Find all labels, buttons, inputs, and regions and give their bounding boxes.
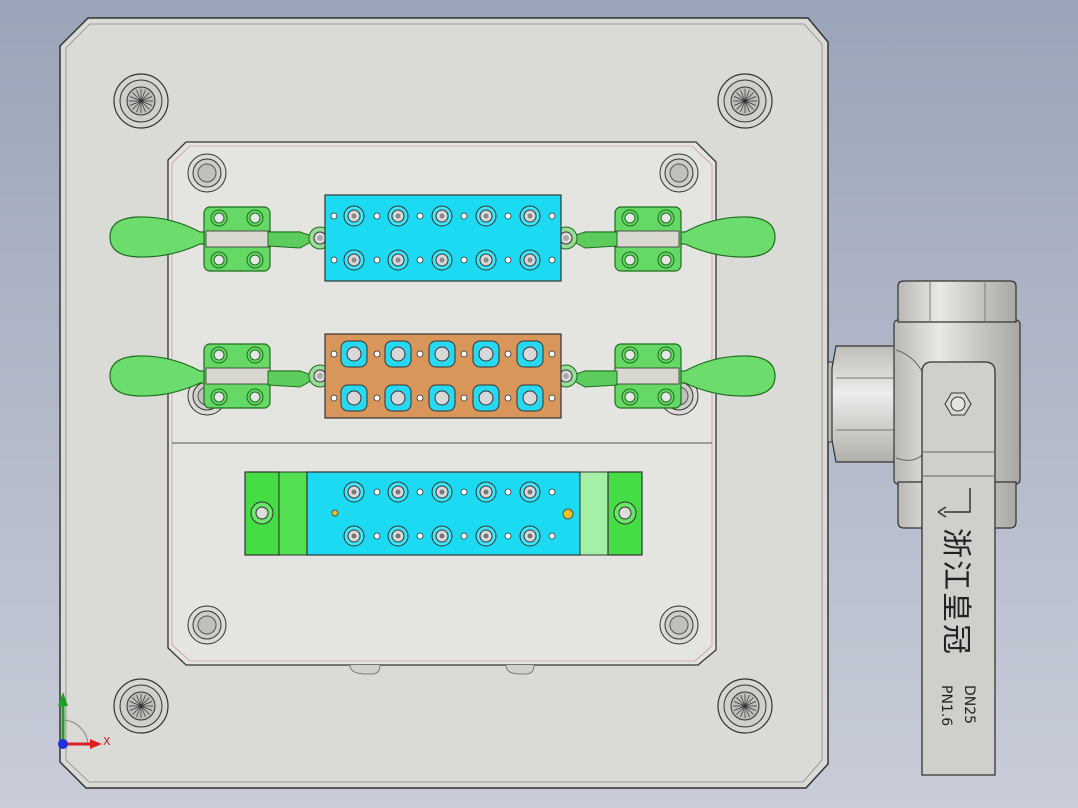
valve-top-fitting (897, 280, 1017, 323)
counterbore-screw-icon (613, 501, 637, 525)
inner-plate-edge (171, 145, 713, 662)
clamp-linkage-left (205, 367, 271, 385)
counterbore-screw-icon (659, 605, 699, 645)
triad-x-arrow-icon (90, 739, 102, 749)
bottom-tabs (349, 664, 535, 675)
clamp-arm-left (267, 370, 320, 388)
coordinate-triad: X (58, 692, 111, 749)
corner-screws (113, 73, 773, 734)
end-block-right-light (579, 471, 609, 556)
insert-contacts-square (340, 340, 544, 412)
inner-plate-screws (187, 153, 699, 645)
base-plate-chamfer-line (65, 23, 823, 783)
fixture-row-3[interactable] (244, 471, 643, 556)
counterbore-screw-icon (187, 605, 227, 645)
corner-screw-icon (717, 73, 773, 129)
counterbore-screw-icon (659, 153, 699, 193)
ball-valve[interactable]: 浙江皇冠 DN25 PN1.6 (827, 280, 1021, 776)
clamp-linkage-right (614, 230, 680, 248)
valve-hex-body (831, 345, 897, 463)
clamp-linkage-left (205, 230, 271, 248)
corner-screw-icon (113, 678, 169, 734)
insert-small-holes (330, 212, 556, 264)
locating-pin-yellow (331, 509, 339, 517)
hex-nut-icon (944, 392, 972, 416)
clamp-base-holes (210, 209, 264, 269)
triad-z-origin-icon (58, 739, 68, 749)
clamp-arm-left (267, 231, 320, 249)
clamp-linkage-right (614, 367, 680, 385)
valve-spec-dn: DN25 (961, 685, 977, 724)
counterbore-screw-icon (250, 501, 274, 525)
clamp-base-holes (621, 209, 675, 269)
corner-screw-icon (113, 73, 169, 129)
triad-x-label: X (103, 735, 111, 748)
valve-flow-arrow-icon (937, 488, 971, 518)
locating-pin-yellow (562, 508, 574, 520)
triad-arc (61, 719, 89, 747)
triad-y-arrow-icon (58, 692, 68, 706)
valve-brand-text: 浙江皇冠 (938, 528, 973, 656)
valve-spec-pn: PN1.6 (938, 685, 954, 726)
counterbore-screw-icon (187, 153, 227, 193)
clamp-base-holes (621, 346, 675, 406)
valve-lever-handle[interactable] (921, 361, 996, 776)
clamp-arm-right (565, 370, 618, 388)
insert-contacts (343, 205, 541, 271)
insert-contacts (343, 481, 541, 547)
insert-small-holes (330, 350, 556, 402)
insert-small-holes (373, 488, 556, 540)
fixture-row-1[interactable] (109, 194, 776, 282)
clamp-base-holes (210, 346, 264, 406)
corner-screw-icon (717, 678, 773, 734)
fixture-row-2[interactable] (109, 333, 776, 419)
end-block-left-inner (278, 471, 308, 556)
